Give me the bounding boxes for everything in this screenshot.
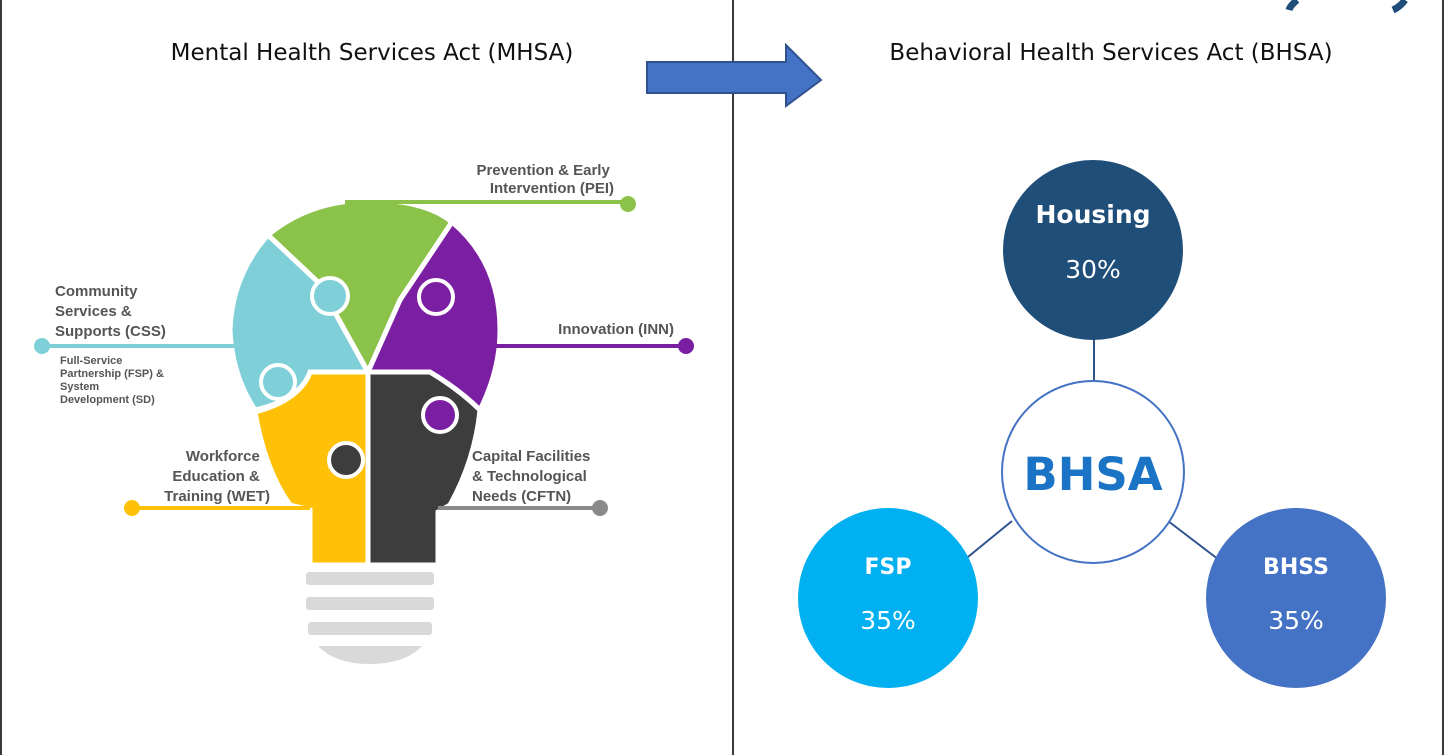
bulb-base-ring	[306, 572, 434, 585]
fsp-label: FSP	[865, 555, 912, 580]
inn-dot	[678, 338, 694, 354]
bhss-circle	[1206, 508, 1386, 688]
bhsa-center-label: BHSA	[1023, 448, 1162, 501]
cftn-dot	[592, 500, 608, 516]
housing-label: Housing	[1035, 200, 1150, 229]
inn-puzzle-knob	[421, 396, 459, 434]
fsp-circle	[798, 508, 978, 688]
wet-dot	[124, 500, 140, 516]
bhsa-diagram: BHSA Housing 30% FSP 35% BHSS 35%	[798, 160, 1386, 688]
css-puzzle-knob	[310, 276, 350, 316]
lightbulb-graphic	[227, 197, 503, 664]
pei-dot	[620, 196, 636, 212]
bhsa-title: Behavioral Health Services Act (BHSA)	[889, 40, 1333, 66]
inn-puzzle-piece	[364, 218, 503, 415]
right-panel: Behavioral Health Services Act (BHSA)	[734, 0, 1444, 755]
fsp-value: 35%	[860, 606, 916, 635]
cftn-puzzle-piece	[365, 369, 483, 568]
bhss-label: BHSS	[1263, 555, 1329, 580]
housing-circle	[1003, 160, 1183, 340]
mhsa-title: Mental Health Services Act (MHSA)	[170, 40, 574, 66]
cftn-label: Capital Facilities & Technological Needs…	[472, 448, 595, 505]
css-sub-label: Full-Service Partnership (FSP) & System …	[60, 355, 167, 406]
connectors	[34, 196, 694, 516]
css-puzzle-piece	[227, 231, 373, 413]
cftn-puzzle-knob	[327, 441, 365, 479]
css-label: Community Services & Supports (CSS)	[55, 283, 166, 340]
wet-label: Workforce Education & Training (WET)	[164, 448, 270, 505]
inn-puzzle-knob	[417, 278, 455, 316]
left-panel: Mental Health Services Act (MHSA)	[0, 0, 734, 755]
bhss-value: 35%	[1268, 606, 1324, 635]
bulb-base-ring	[306, 597, 434, 610]
transition-arrow	[646, 42, 823, 108]
pei-label: Prevention & Early Intervention (PEI)	[476, 162, 614, 197]
bhsa-center-circle	[1001, 380, 1185, 564]
inn-label: Innovation (INN)	[558, 321, 674, 338]
corner-decoration-left	[1285, 0, 1300, 12]
bulb-tip	[318, 646, 422, 664]
css-puzzle-knob	[259, 363, 297, 401]
bulb-base-ring	[308, 622, 432, 635]
corner-decoration-right	[1391, 0, 1408, 14]
housing-value: 30%	[1065, 255, 1121, 284]
css-dot	[34, 338, 50, 354]
